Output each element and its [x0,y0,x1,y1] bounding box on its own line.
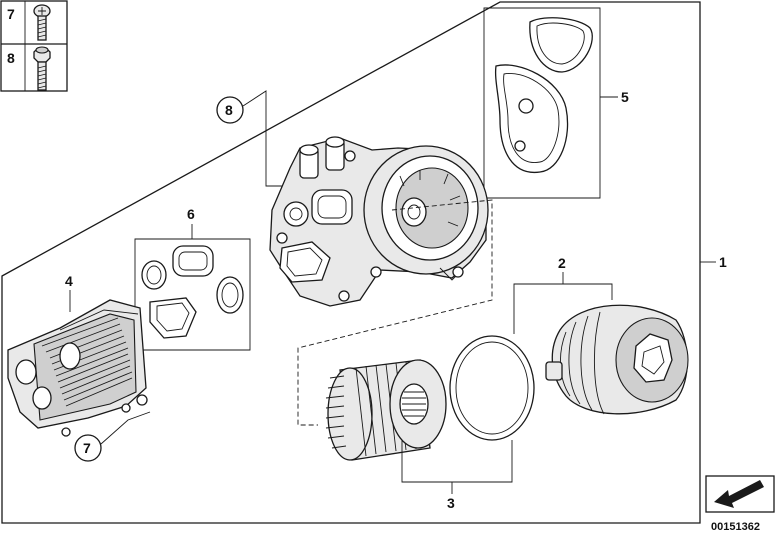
assembly-outline [1,1,701,524]
callout-1: 1 [719,254,727,270]
bolt-icon-7 [33,4,51,41]
nav-arrow-box[interactable] [705,475,775,513]
o-ring [449,335,535,441]
callout-5: 5 [621,89,629,105]
callout-8: 8 [225,102,233,118]
oil-cooler [7,290,148,437]
diagram-code: 00151362 [711,521,760,533]
legend-8-label: 8 [7,50,15,66]
callout-8-leader [242,90,296,187]
oil-filter-cap [545,304,689,415]
gasket-5-upper [529,17,593,73]
callout-3: 3 [447,495,455,511]
arrow-down-left-icon [714,480,764,508]
callout-7: 7 [83,440,91,456]
bolt-icon-8 [33,46,51,91]
callout-6: 6 [187,206,195,222]
housing-leader [297,199,493,426]
callout-8-circle [216,96,244,124]
oil-filter-housing [269,136,489,307]
gasket-6-parts [141,245,244,339]
callout-4: 4 [65,273,73,289]
fastener-legend: 7 8 [0,0,68,92]
gasket-5-lower [494,64,569,173]
gasket-set-5-bracket [483,7,601,199]
callout-7-circle [74,434,102,462]
oil-filter-element [325,359,447,461]
legend-7-label: 7 [7,6,15,22]
callout-3-bracket [401,440,513,483]
callout-7-leader [100,411,151,445]
callout-2: 2 [558,255,566,271]
